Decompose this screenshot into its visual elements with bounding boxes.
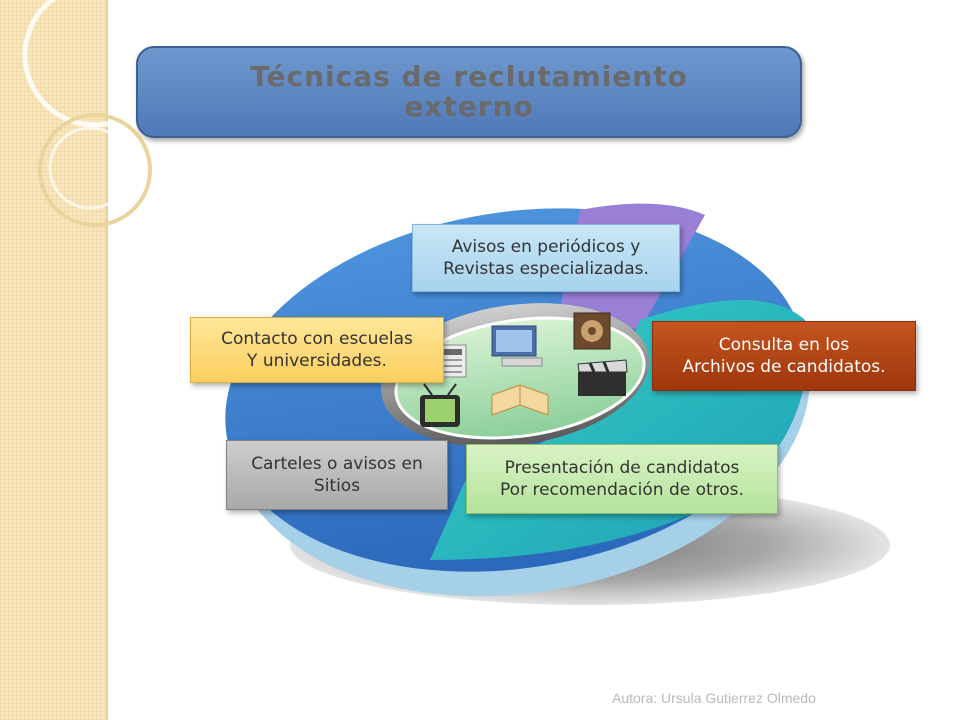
label-presentacion-candidatos-line-1: Presentación de candidatos (504, 458, 740, 478)
label-carteles-avisos: Carteles o avisos en Sitios (226, 440, 448, 510)
television-icon (420, 383, 460, 427)
label-presentacion-candidatos-line-2: Por recomendación de otros. (500, 480, 744, 500)
label-presentacion-candidatos: Presentación de candidatos Por recomenda… (466, 444, 778, 514)
label-avisos-periodicos-line-2: Revistas especializadas. (443, 259, 649, 279)
author-footer: Autora: Ursula Gutierrez Olmedo (612, 690, 816, 706)
label-consulta-archivos: Consulta en los Archivos de candidatos. (652, 321, 916, 391)
label-contacto-escuelas-line-1: Contacto con escuelas (221, 329, 413, 349)
speaker-icon (573, 312, 611, 350)
label-carteles-avisos-line-2: Sitios (313, 476, 361, 496)
title-banner: Técnicas de reclutamiento externo (136, 46, 802, 138)
label-consulta-archivos-line-2: Archivos de candidatos. (682, 357, 886, 377)
computer-icon (491, 325, 543, 367)
slide-title: Técnicas de reclutamiento externo (250, 60, 688, 123)
clapperboard-icon (577, 359, 628, 396)
label-consulta-archivos-line-1: Consulta en los (718, 335, 850, 355)
label-contacto-escuelas: Contacto con escuelas Y universidades. (190, 317, 444, 383)
book-icon (491, 384, 549, 416)
label-avisos-periodicos-line-1: Avisos en periódicos y (451, 237, 641, 257)
label-carteles-avisos-line-1: Carteles o avisos en (251, 454, 423, 474)
label-avisos-periodicos: Avisos en periódicos y Revistas especial… (412, 224, 680, 292)
label-contacto-escuelas-line-2: Y universidades. (247, 351, 387, 371)
